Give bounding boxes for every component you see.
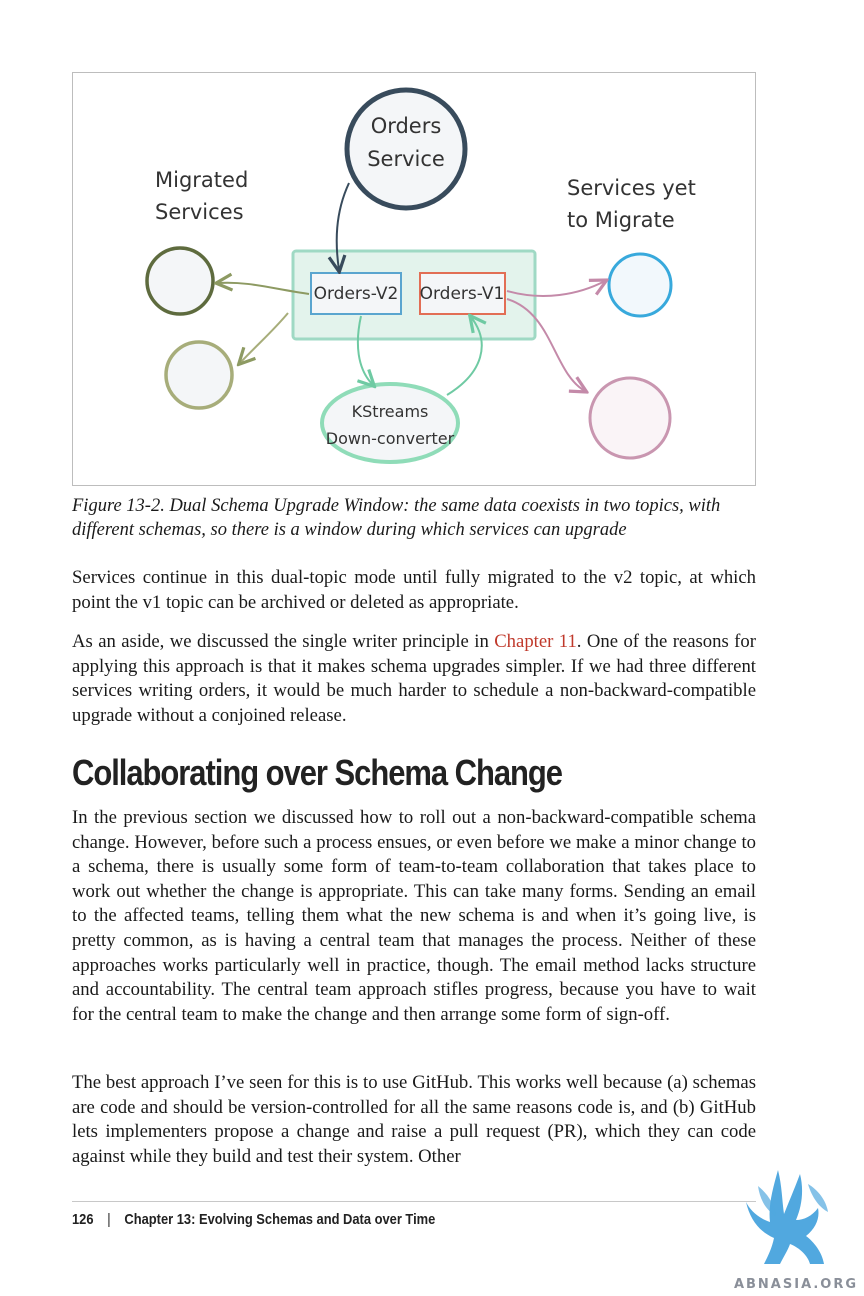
orders-service-label-2: Service — [367, 147, 445, 171]
arrow-v1-to-unmigrated-1 — [506, 281, 605, 297]
orders-service-label-1: Orders — [371, 114, 442, 138]
arrow-service-to-v2 — [337, 182, 350, 270]
paragraph-text: As an aside, we discussed the single wri… — [72, 631, 495, 652]
watermark-text: ABNASIA.ORG — [734, 1277, 858, 1292]
migrated-services-label-2: Services — [155, 200, 244, 224]
orders-v1-topic — [419, 272, 506, 315]
paragraph-collaboration: In the previous section we discussed how… — [72, 807, 756, 1025]
orders-v2-topic — [310, 272, 402, 315]
arrow-kstreams-to-v1 — [446, 317, 482, 396]
paragraph-github: The best approach I’ve seen for this is … — [72, 1072, 756, 1167]
services-yet-label-1: Services yet — [567, 176, 696, 200]
orders-v1-label: Orders-V1 — [420, 284, 505, 304]
unmigrated-service-node-1 — [607, 252, 673, 318]
arrow-v2-to-migrated-2 — [240, 312, 289, 363]
arrow-v2-to-kstreams — [356, 315, 373, 385]
kstreams-label-2: Down-converter — [326, 429, 455, 448]
page-footer: 126 | Chapter 13: Evolving Schemas and Dat… — [72, 1208, 588, 1232]
paragraph-text: . One of the reasons for applying this a… — [72, 631, 756, 726]
services-yet-label-2: to Migrate — [567, 208, 675, 232]
kstreams-down-converter-node — [320, 382, 460, 464]
arrow-v1-to-unmigrated-2 — [506, 298, 585, 391]
migrated-service-node-1 — [145, 246, 215, 316]
migrated-service-node-2 — [164, 340, 234, 410]
paragraph-single-writer: As an aside, we discussed the single wri… — [72, 630, 756, 728]
section-heading: Collaborating over Schema Change — [72, 752, 563, 793]
arrow-v2-to-migrated-1 — [218, 283, 310, 295]
page-number: 126 — [72, 1211, 94, 1228]
footer-divider — [72, 1201, 756, 1202]
paragraph-dual-topic: Services continue in this dual-topic mod… — [72, 567, 756, 613]
dual-schema-diagram: Orders Service Migrated Services Service… — [145, 87, 696, 464]
orders-v2-label: Orders-V2 — [314, 284, 399, 304]
winged-lion-icon — [746, 1170, 828, 1264]
chapter-11-link[interactable]: Chapter 11 — [494, 631, 577, 652]
kstreams-label-1: KStreams — [352, 402, 429, 421]
footer-separator: | — [107, 1211, 111, 1228]
migrated-services-label-1: Migrated — [155, 168, 248, 192]
figure-13-2: Orders Service Migrated Services Service… — [72, 72, 756, 486]
figure-caption: Figure 13-2. Dual Schema Upgrade Window:… — [72, 496, 721, 540]
orders-service-node — [344, 87, 468, 211]
unmigrated-service-node-2 — [588, 376, 672, 460]
abnasia-watermark: ABNASIA.ORG — [734, 1170, 858, 1292]
running-chapter-title: Chapter 13: Evolving Schemas and Data ov… — [124, 1211, 436, 1228]
